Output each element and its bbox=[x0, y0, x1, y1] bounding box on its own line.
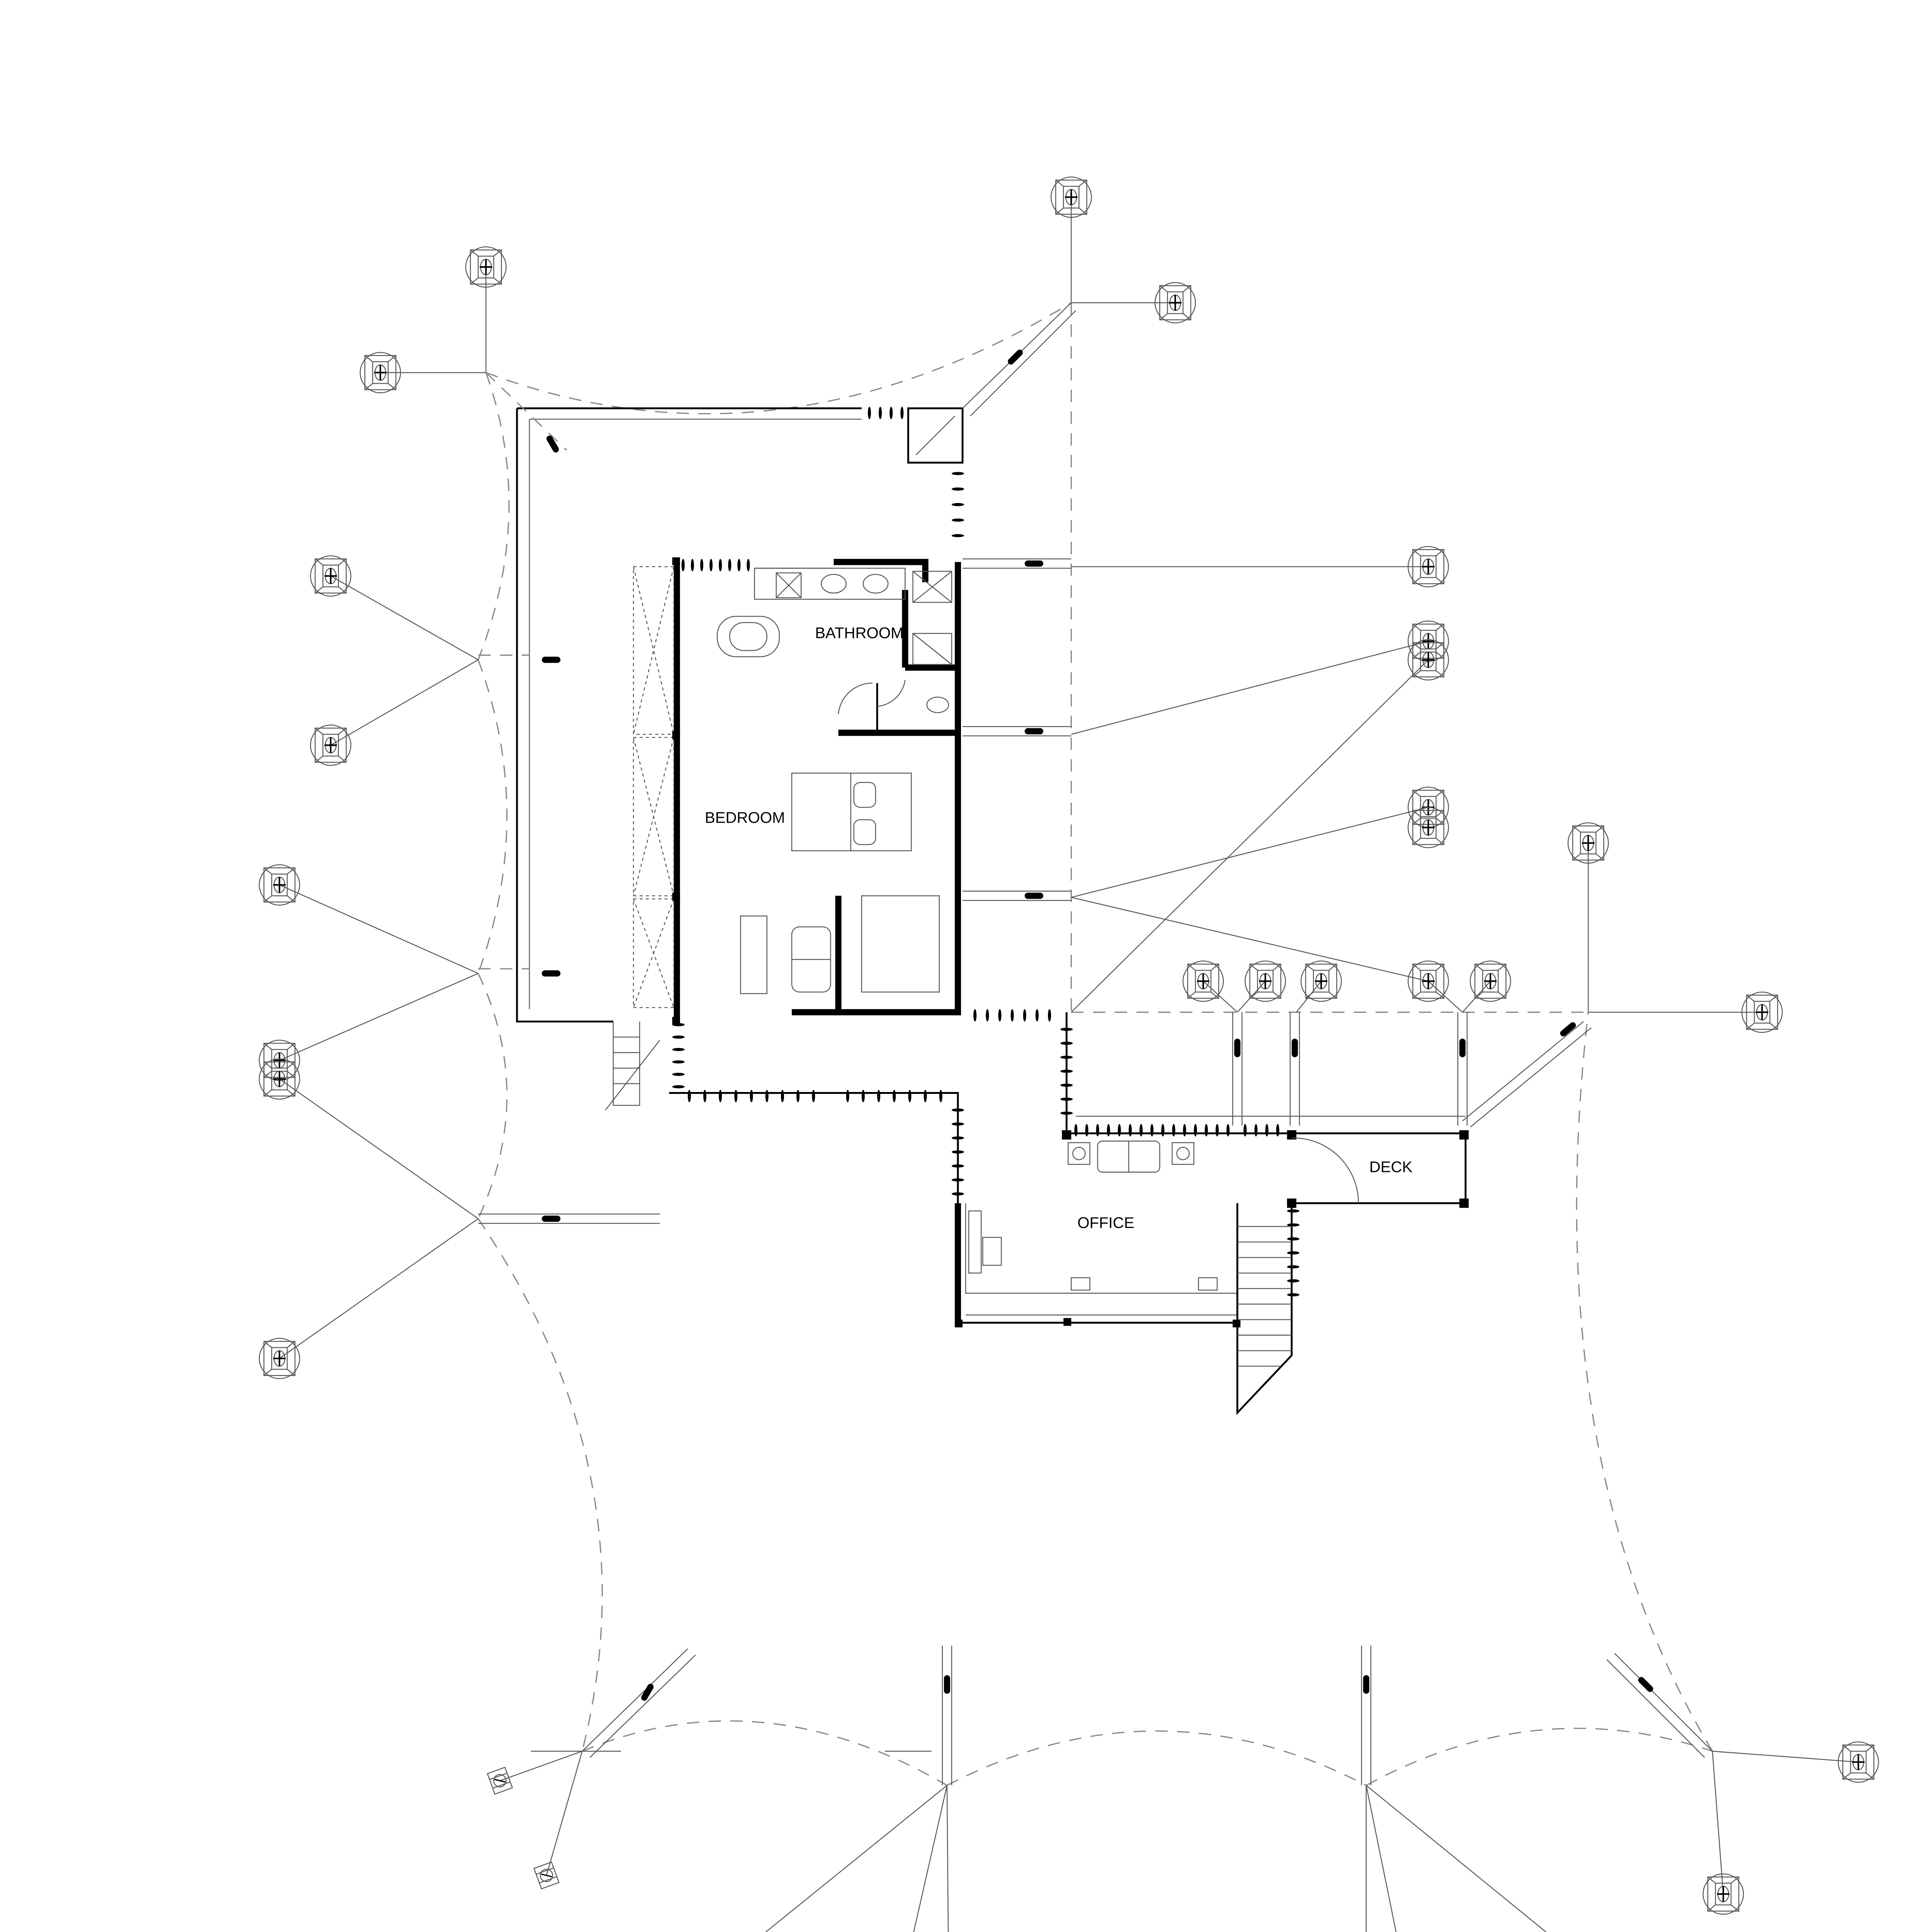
perimeter-dashed-lines bbox=[477, 302, 1713, 1786]
joists bbox=[478, 348, 1713, 1786]
tree-anchor-icon bbox=[311, 556, 351, 596]
platform-outline bbox=[485, 302, 1077, 1023]
tree-anchor-icon bbox=[259, 1338, 299, 1378]
master-suite: BATHROOM BEDROOM bbox=[605, 557, 961, 1111]
tree-anchor-icon bbox=[1301, 961, 1341, 1001]
room-label-office: OFFICE bbox=[1077, 1214, 1134, 1231]
tree-anchor-icon bbox=[1245, 961, 1285, 1001]
tree-anchor-icon bbox=[311, 725, 351, 765]
window-ticks bbox=[672, 406, 1299, 1296]
room-label-deck: DECK bbox=[1369, 1158, 1413, 1175]
tree-anchor-icon bbox=[1408, 961, 1448, 1001]
tree-anchor-icon bbox=[1470, 961, 1510, 1001]
room-label-bedroom: BEDROOM bbox=[705, 809, 785, 826]
tree-anchor-icon bbox=[1838, 1742, 1878, 1782]
tree-anchor-icon bbox=[1703, 1874, 1743, 1914]
tree-anchors bbox=[259, 177, 1879, 1932]
room-label-bathroom: BATHROOM bbox=[815, 624, 903, 641]
tree-anchor-icon bbox=[259, 865, 299, 905]
office-deck: OFFICE DECK bbox=[669, 1012, 1469, 1415]
ground-anchors bbox=[486, 1767, 560, 1889]
cable-lines bbox=[279, 197, 1859, 1932]
tree-anchor-icon bbox=[1183, 961, 1223, 1001]
